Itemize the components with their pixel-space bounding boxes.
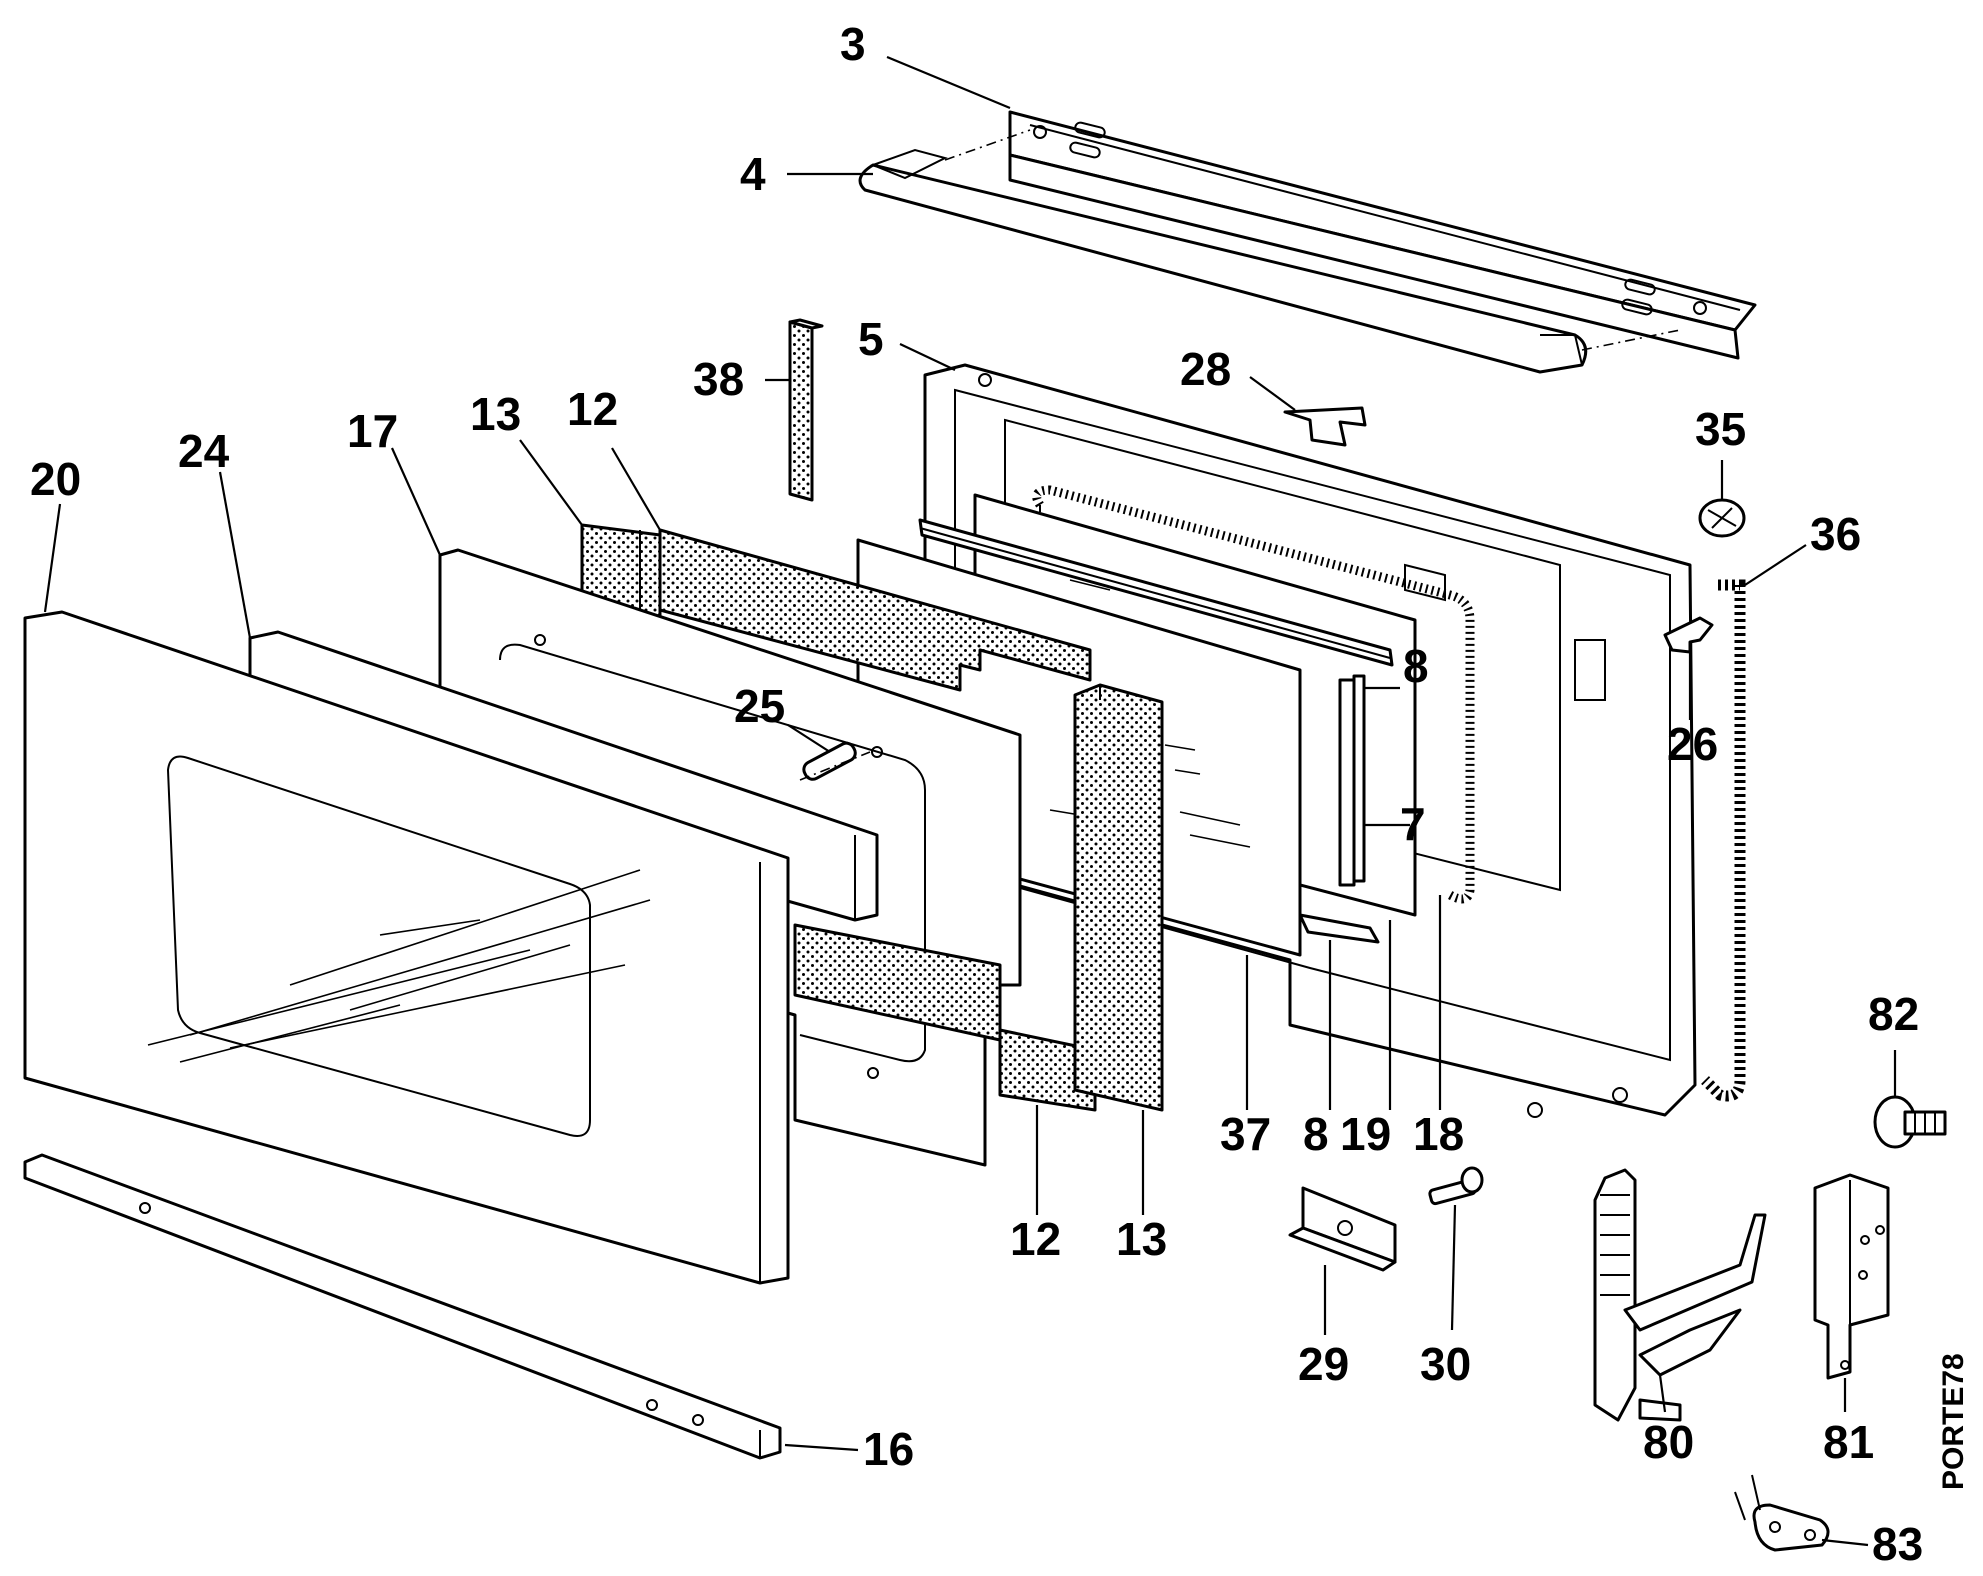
bolt-part xyxy=(1873,1095,1947,1149)
nut-part xyxy=(1698,498,1746,538)
insulation-column-part xyxy=(1073,683,1164,1112)
part-labels: 3 4 5 28 35 36 38 13 12 17 24 20 25 8 7 … xyxy=(30,18,1970,1570)
glass-retainer-strip-part xyxy=(1338,674,1366,887)
leader-lines xyxy=(43,55,1897,1547)
part-label-3: 3 xyxy=(840,18,866,70)
side-gasket-part xyxy=(1701,579,1746,1102)
pin-plate-part xyxy=(1734,1474,1830,1552)
glass-channel-upper-part xyxy=(918,518,1394,667)
part-label-25: 25 xyxy=(734,680,785,732)
part-label-35: 35 xyxy=(1695,403,1746,455)
part-label-81: 81 xyxy=(1823,1416,1874,1468)
part-label-8-lower: 8 xyxy=(1303,1108,1329,1160)
top-rail-part xyxy=(1008,110,1757,360)
part-label-12-lower: 12 xyxy=(1010,1213,1061,1265)
part-label-80: 80 xyxy=(1643,1416,1694,1468)
glass-channel-lower-part xyxy=(1298,913,1380,944)
part-label-38: 38 xyxy=(693,353,744,405)
part-label-83: 83 xyxy=(1872,1518,1923,1570)
bottom-trim-part xyxy=(23,1153,782,1460)
part-label-26: 26 xyxy=(1667,718,1718,770)
bracket-part xyxy=(1288,1186,1397,1272)
part-label-7: 7 xyxy=(1400,798,1426,850)
door-gasket-part xyxy=(1032,485,1475,904)
part-label-18: 18 xyxy=(1413,1108,1464,1160)
part-label-29: 29 xyxy=(1298,1338,1349,1390)
part-label-24: 24 xyxy=(178,425,230,477)
stud-part xyxy=(799,741,883,781)
part-label-19: 19 xyxy=(1340,1108,1391,1160)
hinge-receiver-part xyxy=(1813,1173,1890,1380)
outer-door-glass-part xyxy=(23,610,790,1285)
part-label-28: 28 xyxy=(1180,343,1231,395)
vertical-seal-part xyxy=(788,318,824,502)
part-label-13-lower: 13 xyxy=(1116,1213,1167,1265)
part-label-16: 16 xyxy=(863,1423,914,1475)
hinge-part xyxy=(1593,1168,1767,1422)
insulation-panel-rear-part xyxy=(658,528,1097,1112)
part-label-5: 5 xyxy=(858,313,884,365)
door-handle-part xyxy=(858,129,1681,374)
part-label-13-upper: 13 xyxy=(470,388,521,440)
part-label-20: 20 xyxy=(30,453,81,505)
drawing-code: PORTE78 xyxy=(1937,1353,1970,1490)
part-label-36: 36 xyxy=(1810,508,1861,560)
part-label-8-upper: 8 xyxy=(1403,640,1429,692)
part-label-12-upper: 12 xyxy=(567,383,618,435)
part-label-37: 37 xyxy=(1220,1108,1271,1160)
part-label-17: 17 xyxy=(347,405,398,457)
part-label-30: 30 xyxy=(1420,1338,1471,1390)
screw-part xyxy=(1428,1166,1484,1206)
part-label-4: 4 xyxy=(740,148,766,200)
part-label-82: 82 xyxy=(1868,988,1919,1040)
clip-part xyxy=(1283,406,1367,447)
hook-part xyxy=(1663,616,1714,654)
